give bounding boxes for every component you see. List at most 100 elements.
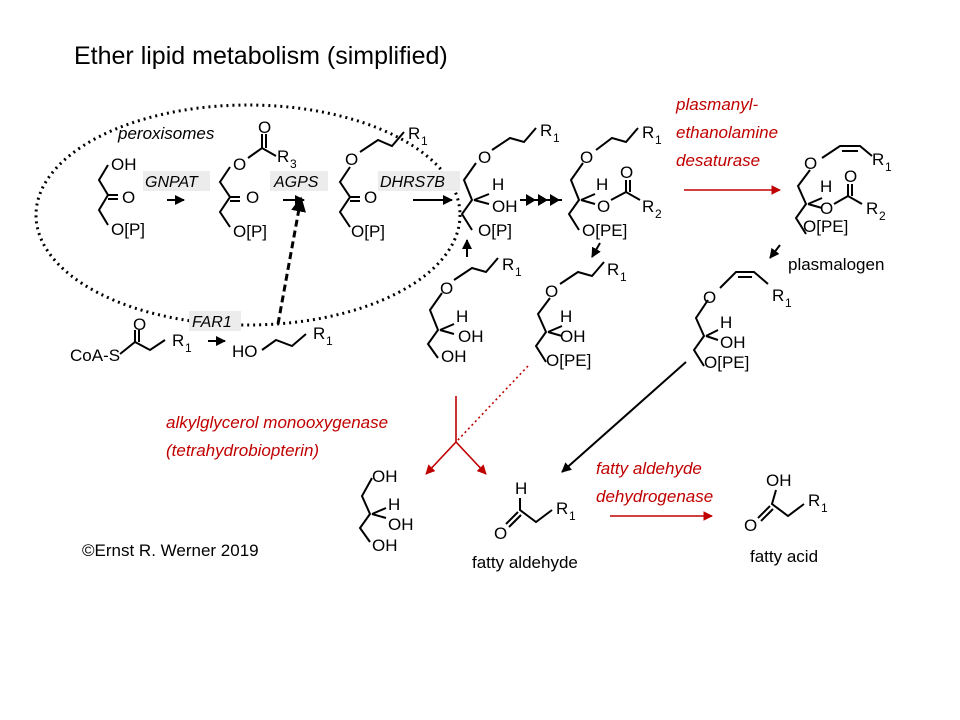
atom-o: O: [440, 279, 453, 298]
atom-oh: OH: [441, 347, 467, 366]
atom-o: O: [478, 148, 491, 167]
atom-o: O: [494, 524, 507, 543]
acyl-coa-molecule: CoA-S O R 1: [70, 315, 192, 365]
lyso-plasmanyl-pe-molecule: O R 1 H OH O[PE]: [534, 260, 627, 370]
subscript: 2: [879, 209, 886, 223]
atom-o: O: [820, 199, 833, 218]
desaturase-label-1: plasmanyl-: [675, 95, 759, 114]
stereo-hash: [439, 323, 455, 335]
dhap-molecule: OH O O[P]: [97, 155, 145, 239]
atom-oh: OH: [492, 197, 518, 216]
atom-r: R: [540, 121, 552, 140]
faldh-label-2: dehydrogenase: [596, 487, 713, 506]
atom-op: O[P]: [351, 222, 385, 241]
atom-h: H: [515, 479, 527, 498]
arrow-agmo-aldehyde: [455, 441, 487, 475]
atom-r: R: [808, 491, 820, 510]
alkylglycerol-molecule: O R 1 H OH OH: [426, 255, 522, 366]
atom-oh: OH: [720, 333, 746, 352]
atom-o: O: [345, 150, 358, 169]
enzyme-far1: FAR1: [192, 314, 232, 331]
atom-o: O: [580, 148, 593, 167]
arrow-lyso-pe: [591, 242, 601, 258]
stereo-hash: [807, 197, 823, 209]
atom-oh: OH: [111, 155, 137, 174]
atom-r: R: [313, 324, 325, 343]
subscript: 3: [290, 157, 297, 171]
copyright-text: ©Ernst R. Werner 2019: [82, 541, 259, 560]
peroxisomes-label: peroxisomes: [117, 124, 215, 143]
agmo-label-1: alkylglycerol monooxygenase: [166, 413, 388, 432]
atom-o: O: [620, 163, 633, 182]
atom-oh: OH: [458, 327, 484, 346]
atom-h: H: [720, 313, 732, 332]
diagram-title: Ether lipid metabolism (simplified): [74, 42, 448, 70]
gnpat-box: [143, 171, 210, 191]
atom-r: R: [607, 260, 619, 279]
subscript: 1: [620, 270, 627, 284]
alkyl-dhap-molecule: O R 1 O O[P]: [338, 124, 428, 241]
atom-ope: O[PE]: [803, 217, 848, 236]
atom-o: O: [844, 167, 857, 186]
atom-r: R: [642, 123, 654, 142]
fatty-acid-label: fatty acid: [750, 547, 818, 566]
desaturase-label-2: ethanolamine: [676, 123, 778, 142]
fatty-aldehyde-label: fatty aldehyde: [472, 553, 578, 572]
subscript: 1: [569, 509, 576, 523]
plasmalogen-molecule: O R 1 H O O R 2 O[PE]: [794, 145, 892, 236]
atom-r: R: [772, 286, 784, 305]
multi-step-arrowheads: [526, 194, 560, 206]
subscript: 1: [785, 296, 792, 310]
subscript: 1: [185, 341, 192, 355]
stereo-hash: [580, 193, 596, 205]
atom-r: R: [642, 197, 654, 216]
peroxisome-boundary: [34, 103, 462, 327]
subscript: 1: [421, 134, 428, 148]
subscript: 1: [515, 265, 522, 279]
stereo-hash: [473, 193, 490, 205]
atom-o: O: [804, 154, 817, 173]
glycerol-molecule: OH H OH OH: [358, 467, 414, 555]
atom-r: R: [872, 150, 884, 169]
subscript: 1: [553, 131, 560, 145]
arrow-agmo-glycerol: [425, 441, 457, 475]
atom-o: O: [133, 315, 146, 334]
atom-o: O: [233, 155, 246, 174]
plasmalogen-label: plasmalogen: [788, 255, 884, 274]
atom-ope: O[PE]: [546, 351, 591, 370]
atom-oh: OH: [372, 467, 398, 486]
atom-oh: OH: [766, 471, 792, 490]
stereo-hash: [705, 329, 719, 341]
atom-ho: HO: [232, 342, 258, 361]
fatty-aldehyde-molecule: H O R 1: [494, 479, 576, 543]
subscript: 1: [326, 334, 333, 348]
faldh-label-1: fatty aldehyde: [596, 459, 702, 478]
atom-o: O: [364, 188, 377, 207]
atom-ope: O[PE]: [704, 353, 749, 372]
atom-r: R: [502, 255, 514, 274]
atom-o: O: [122, 188, 135, 207]
fatty-alcohol-molecule: HO R 1: [232, 324, 333, 361]
atom-h: H: [820, 177, 832, 196]
lyso-plasmalogen-molecule: O R 1 H OH O[PE]: [692, 271, 792, 372]
atom-o: O: [597, 197, 610, 216]
atom-h: H: [596, 175, 608, 194]
stereo-hash: [547, 325, 563, 337]
atom-h: H: [560, 307, 572, 326]
atom-r: R: [172, 331, 184, 350]
subscript: 2: [655, 207, 662, 221]
atom-o: O: [703, 288, 716, 307]
atom-h: H: [456, 307, 468, 326]
far1-box: [189, 311, 241, 331]
arrow-to-lysoplasmalogen: [769, 244, 781, 259]
subscript: 1: [885, 160, 892, 174]
enzyme-dhrs7b: DHRS7B: [380, 174, 445, 191]
atom-op: O[P]: [478, 221, 512, 240]
desaturase-label-3: desaturase: [676, 151, 760, 170]
atom-o: O: [246, 188, 259, 207]
atom-oh: OH: [560, 327, 586, 346]
atom-ope: O[PE]: [582, 221, 627, 240]
fatty-alcohol-import-arrow: [276, 196, 306, 325]
